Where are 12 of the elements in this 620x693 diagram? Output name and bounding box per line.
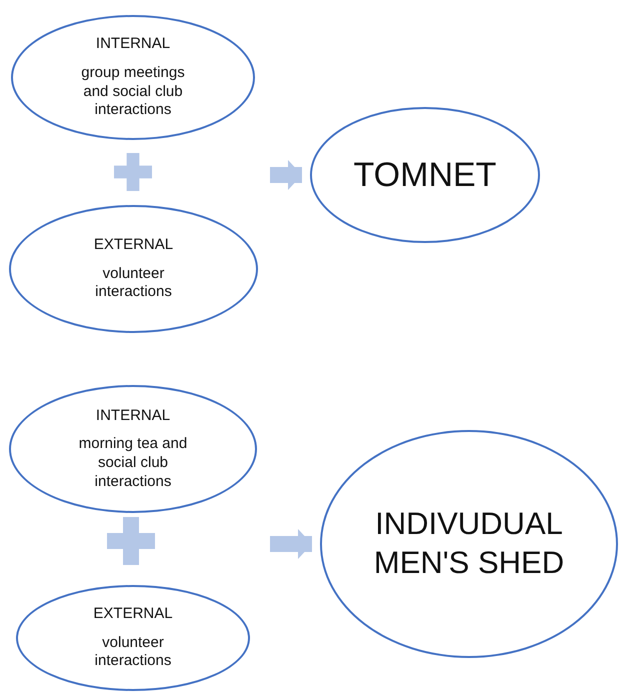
node-text: volunteer interactions (94, 264, 173, 302)
block-arrow (270, 529, 312, 559)
node-heading: EXTERNAL (94, 236, 174, 255)
node-heading: INTERNAL (96, 406, 170, 426)
node-heading: EXTERNAL (93, 604, 173, 624)
node-text: TOMNET (354, 154, 496, 196)
block-arrow (270, 160, 302, 190)
node-text: volunteer interactions (94, 634, 172, 672)
node-text: INDIVUDUAL MEN'S SHED (372, 505, 566, 582)
node-text: morning tea and social club interactions (78, 435, 188, 492)
node-text: group meetings and social club interactions (80, 64, 186, 120)
node-heading: INTERNAL (96, 35, 170, 54)
